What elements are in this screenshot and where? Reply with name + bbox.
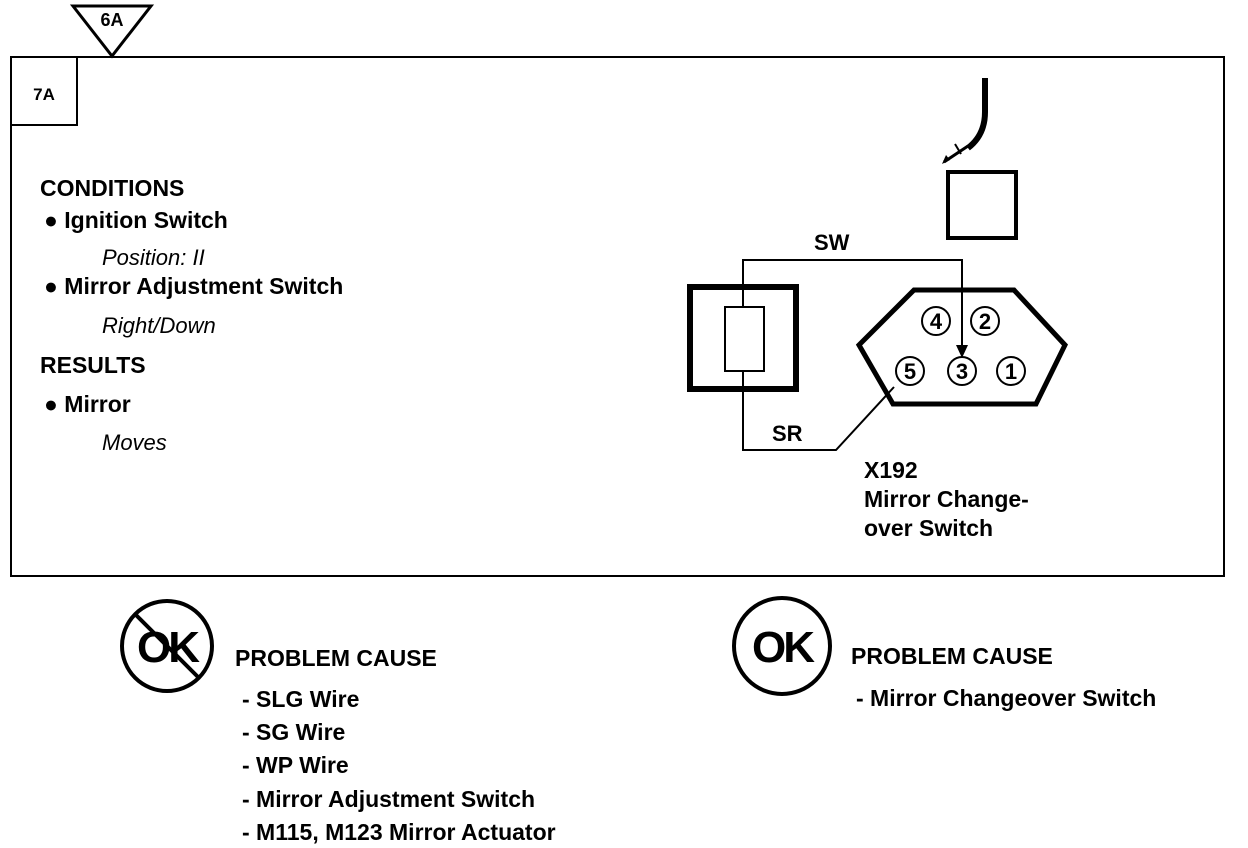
- meter-box: [946, 170, 1018, 240]
- result-label: Mirror: [64, 391, 131, 417]
- condition-label: Mirror Adjustment Switch: [64, 273, 344, 299]
- pin-2: [970, 306, 1000, 336]
- not-ok-slash-icon: [133, 612, 201, 680]
- connector-id: X192: [864, 457, 918, 483]
- not-ok-cause-title: PROBLEM CAUSE: [235, 645, 437, 671]
- connector-name-line1: Mirror Change-: [864, 486, 1029, 512]
- ok-circle: [732, 596, 832, 696]
- step-label: 7A: [33, 85, 55, 104]
- wire-sw: [742, 259, 963, 357]
- not-ok-circle: [120, 599, 214, 693]
- wire-sr-label: SR: [772, 421, 803, 446]
- condition-item: ● Ignition Switch: [44, 207, 228, 233]
- results-heading: RESULTS: [40, 352, 146, 378]
- connector-x192: [855, 287, 1069, 407]
- condition-detail: Position: II: [102, 245, 205, 270]
- probe-arrow-icon: [942, 155, 950, 164]
- result-item: ● Mirror: [44, 391, 131, 417]
- pin-1: [996, 356, 1026, 386]
- ok-glyph: OK: [752, 623, 815, 672]
- pin-5-label: 5: [904, 359, 916, 384]
- connector-name-line2: over Switch: [864, 515, 994, 541]
- pin-5: [895, 356, 925, 386]
- wire-sw-label: SW: [814, 230, 850, 255]
- pin-3-label: 3: [956, 359, 968, 384]
- switch-contact: [724, 306, 765, 372]
- step-box: [10, 56, 78, 126]
- ok-cause-title: PROBLEM CAUSE: [851, 643, 1053, 669]
- wire-sw-arrow-icon: [956, 345, 968, 358]
- ok-cause-item: - Mirror Changeover Switch: [856, 685, 1157, 711]
- connector-pins: 4 2 5 3 1: [895, 306, 1026, 386]
- pin-4-label: 4: [930, 309, 943, 334]
- condition-detail: Right/Down: [102, 313, 216, 338]
- connector-caption: X192 Mirror Change- over Switch: [864, 456, 1029, 543]
- prev-step-triangle: [69, 4, 155, 59]
- step-panel: [10, 56, 1225, 577]
- wire-sr: [742, 371, 895, 451]
- condition-label: Ignition Switch: [64, 207, 228, 233]
- prev-step-label: 6A: [100, 10, 123, 30]
- conditions-heading: CONDITIONS: [40, 175, 185, 201]
- pin-4: [921, 306, 951, 336]
- probe-cable: [966, 78, 988, 151]
- result-detail: Moves: [102, 430, 167, 455]
- pin-1-label: 1: [1005, 359, 1017, 384]
- not-ok-cause-item: - SLG Wire: [242, 686, 360, 712]
- not-ok-cause-item: - M115, M123 Mirror Actuator: [242, 819, 556, 845]
- pin-2-label: 2: [979, 309, 991, 334]
- not-ok-cause-item: - SG Wire: [242, 719, 346, 745]
- pin-3: [947, 356, 977, 386]
- condition-item: ● Mirror Adjustment Switch: [44, 273, 344, 299]
- not-ok-cause-item: - WP Wire: [242, 752, 349, 778]
- not-ok-cause-item: - Mirror Adjustment Switch: [242, 786, 536, 812]
